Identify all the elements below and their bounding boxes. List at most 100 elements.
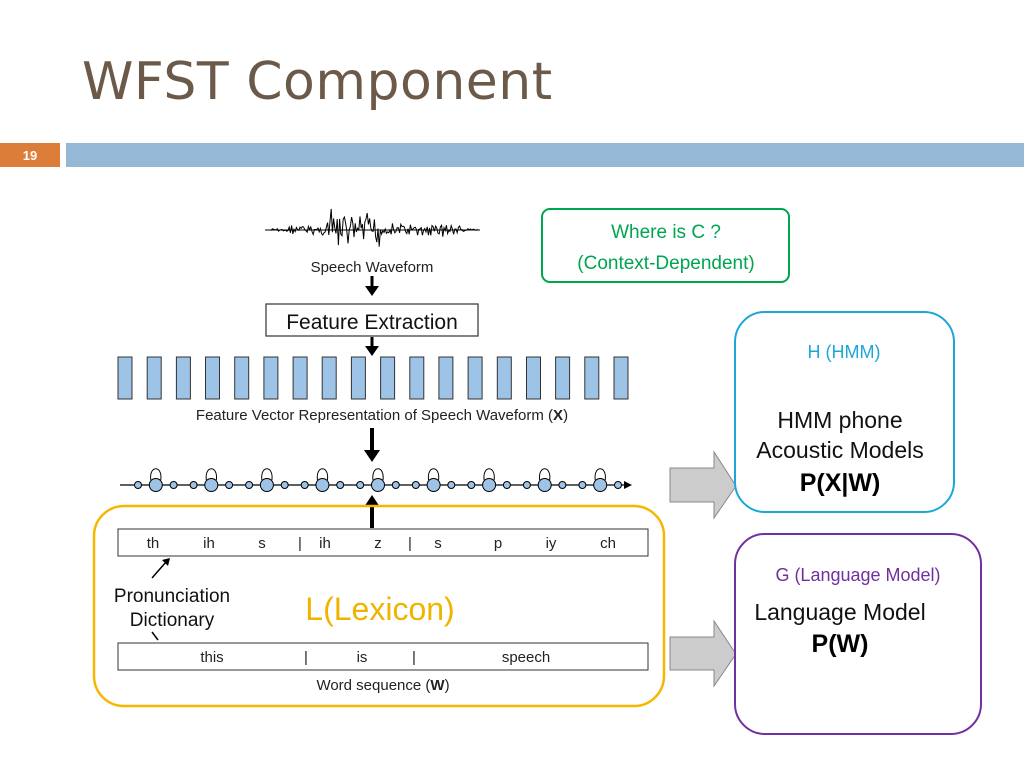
hmm-state xyxy=(280,481,289,489)
phones-list: th ih s | ih z | s p iy ch xyxy=(147,535,616,552)
context-line2: (Context-Dependent) xyxy=(577,253,754,274)
word-item: is xyxy=(357,649,368,666)
hmm-state xyxy=(578,481,587,489)
hmm-state xyxy=(245,481,254,489)
hmm-state xyxy=(482,478,497,492)
lm-box xyxy=(734,533,982,735)
hmm-box xyxy=(734,311,955,513)
feature-vector xyxy=(555,356,571,400)
pron-dict-label-2: Dictionary xyxy=(130,610,215,631)
feature-vector xyxy=(234,356,250,400)
waveform-label: Speech Waveform xyxy=(311,259,434,276)
hmm-state xyxy=(225,481,234,489)
hmm-state xyxy=(336,481,345,489)
phone-item: ih xyxy=(319,535,331,552)
hmm-line2: Acoustic Models xyxy=(756,437,923,463)
phone-item: ih xyxy=(203,535,215,552)
phones-row xyxy=(117,528,649,557)
feature-vector xyxy=(292,356,308,400)
hmm-state-chain xyxy=(120,468,632,492)
lm-formula: P(W) xyxy=(812,630,869,658)
feature-vector xyxy=(613,356,629,400)
feature-vector xyxy=(146,356,162,400)
feature-extraction-label: Feature Extraction xyxy=(286,311,458,334)
lexicon-label: L(Lexicon) xyxy=(305,591,454,627)
feature-vector xyxy=(263,356,279,400)
hmm-state xyxy=(189,481,198,489)
feature-vectors xyxy=(117,356,629,400)
title-bar xyxy=(66,143,1024,167)
phone-item: | xyxy=(408,535,412,552)
hmm-state xyxy=(300,481,309,489)
feature-vector xyxy=(526,356,541,400)
feature-vector xyxy=(205,356,220,400)
word-item: | xyxy=(304,649,308,666)
hmm-state xyxy=(558,481,567,489)
phone-item: s xyxy=(258,535,266,552)
hmm-state xyxy=(259,478,274,492)
hmm-state xyxy=(356,481,365,489)
hmm-state xyxy=(315,478,330,492)
hmm-state xyxy=(411,481,420,489)
hmm-state xyxy=(148,478,163,492)
hmm-line1: HMM phone xyxy=(777,407,902,433)
arrow-to-lm-box xyxy=(669,619,737,688)
speech-waveform xyxy=(265,208,480,247)
hmm-state xyxy=(502,481,511,489)
feature-vector xyxy=(321,356,337,400)
arrow-to-hmm-box xyxy=(669,450,737,520)
hmm-state xyxy=(204,478,219,492)
feature-vector xyxy=(117,356,133,400)
hmm-state xyxy=(614,481,622,489)
feature-vector-label: Feature Vector Representation of Speech … xyxy=(196,407,568,424)
feature-vector xyxy=(175,356,191,400)
word-item: this xyxy=(200,649,223,666)
hmm-state xyxy=(169,481,178,489)
phone-item: ch xyxy=(600,535,616,552)
phone-item: s xyxy=(434,535,442,552)
feature-vector xyxy=(409,356,425,400)
lm-line1: Language Model xyxy=(754,599,925,625)
feature-vector xyxy=(380,356,396,400)
arrow-lexicon-to-hmm xyxy=(364,495,380,528)
context-box xyxy=(541,208,790,283)
phone-item: th xyxy=(147,535,160,552)
context-line1: Where is C ? xyxy=(611,222,721,243)
word-seq-label: Word sequence (W) xyxy=(316,677,449,694)
feature-vector xyxy=(438,356,454,400)
words-list: this | is | speech xyxy=(200,649,550,666)
arrow-vectors-to-hmm xyxy=(364,428,380,462)
hmm-state xyxy=(593,478,608,492)
hmm-state xyxy=(522,481,531,489)
word-item: | xyxy=(412,649,416,666)
hmm-state xyxy=(447,481,456,489)
lexicon-box xyxy=(92,504,666,708)
hmm-state xyxy=(391,481,400,489)
pron-dict-label-1: Pronunciation xyxy=(114,586,230,607)
feature-vector xyxy=(496,356,512,400)
arrow-waveform-to-fe xyxy=(365,276,379,296)
feature-extraction-box xyxy=(265,303,479,337)
phone-item: p xyxy=(494,535,502,552)
hmm-formula: P(X|W) xyxy=(800,469,881,497)
hmm-state xyxy=(426,478,441,492)
pron-dict-arrow-up xyxy=(151,558,170,579)
feature-vector xyxy=(350,356,366,400)
hmm-state xyxy=(467,481,476,489)
phone-item: iy xyxy=(546,535,557,552)
lm-label: G (Language Model) xyxy=(775,565,940,585)
phone-item: | xyxy=(298,535,302,552)
phone-item: z xyxy=(374,535,382,552)
word-item: speech xyxy=(502,649,550,666)
hmm-state xyxy=(537,478,552,492)
hmm-state xyxy=(371,478,385,492)
pron-dict-arrow-down xyxy=(151,631,159,641)
hmm-label: H (HMM) xyxy=(808,342,881,362)
slide-title: WFST Component xyxy=(82,52,553,112)
feature-vector xyxy=(467,356,483,400)
arrow-fe-to-vectors xyxy=(365,337,379,356)
hmm-state xyxy=(134,481,142,489)
words-row xyxy=(117,642,649,671)
feature-vector xyxy=(584,356,600,400)
